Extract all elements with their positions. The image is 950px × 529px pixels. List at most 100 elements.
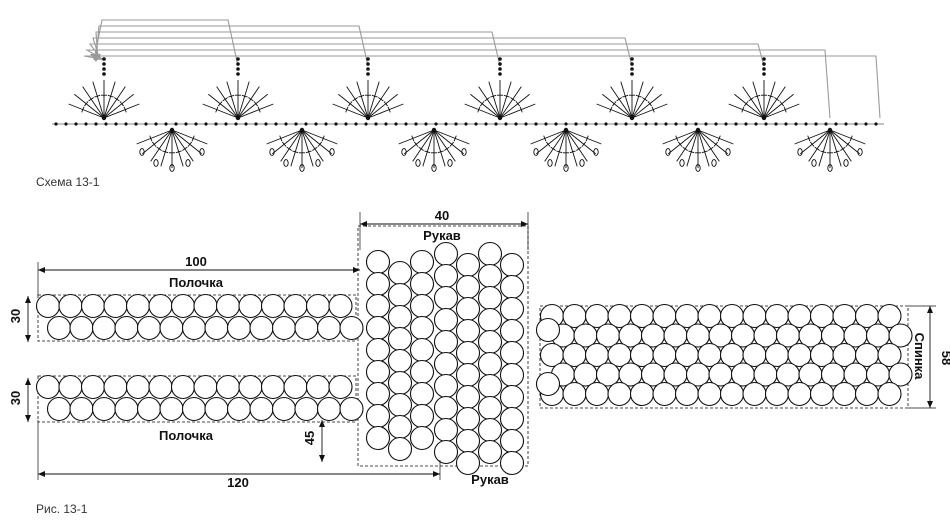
picot-loop: [563, 164, 569, 172]
motif-circle: [91, 396, 117, 422]
stitch-cross: [107, 94, 114, 98]
picot-loop: [827, 164, 833, 172]
motif-circle: [877, 381, 902, 407]
stitch-cross: [479, 101, 485, 107]
stitch-stroke: [763, 81, 776, 119]
stitch-stroke: [367, 86, 390, 119]
stitch-cross: [81, 106, 85, 113]
stitch-cross: [809, 141, 815, 147]
motif-circle: [387, 348, 413, 374]
chain-stitch: [366, 72, 370, 76]
picot-loop: [401, 148, 407, 156]
picot-loop: [431, 164, 437, 172]
sleeve-bottom-label: Рукав: [471, 472, 509, 487]
motif-circle: [387, 392, 413, 418]
stitch-stroke: [136, 129, 173, 145]
motif-circle: [409, 403, 435, 429]
stitch-stroke: [464, 103, 501, 119]
stitch-cross: [215, 106, 219, 113]
motif-circle: [455, 296, 481, 322]
motif-circle: [888, 362, 913, 387]
motif-circle: [477, 439, 503, 465]
stitch-stroke: [404, 129, 435, 155]
stitch-cross: [371, 94, 378, 98]
stitch-stroke: [565, 129, 578, 167]
motif-circle: [809, 381, 835, 407]
top-fan-motif: [202, 57, 274, 121]
motif-circle: [455, 252, 481, 278]
dimension-lines: [25, 212, 936, 480]
stitch-stroke: [808, 129, 831, 162]
bottom-fan-motif: [662, 127, 734, 172]
motif-circle: [316, 315, 342, 341]
arrow-head: [90, 54, 101, 62]
motif-circle: [433, 351, 459, 377]
stitch-cross: [484, 97, 490, 102]
bottom-fan-motif: [398, 127, 470, 172]
motif-circle: [387, 326, 413, 352]
picot-loop: [153, 159, 159, 167]
front-width-top-value: 30: [8, 309, 23, 323]
front-width-bottom-value: 30: [8, 391, 23, 405]
stitch-stroke: [734, 93, 765, 119]
stitch-cross: [281, 141, 287, 147]
stitch-cross: [94, 94, 101, 98]
motif-circle: [499, 340, 525, 366]
stitch-cross: [774, 97, 780, 102]
stitch-cross: [849, 135, 853, 142]
motif-circle: [58, 374, 83, 400]
picot-loop: [299, 164, 305, 172]
chain-stitch: [630, 57, 634, 61]
picot-loop: [315, 159, 321, 167]
motif-circle: [305, 374, 331, 400]
stitch-cross: [713, 141, 719, 147]
stitch-stroke: [301, 129, 324, 162]
sleeve-top-label: Рукав: [423, 228, 461, 243]
arrow-head: [927, 306, 933, 313]
motif-circle: [80, 293, 106, 319]
motif-circle: [535, 371, 561, 397]
fan-center: [299, 127, 305, 133]
stitch-cross: [305, 150, 312, 154]
motif-circle: [877, 342, 902, 368]
chain-stitch: [762, 72, 766, 76]
motif-circle: [629, 381, 655, 407]
back-label: Спинка: [912, 333, 927, 381]
stitch-cross: [358, 94, 365, 98]
stitch-cross: [418, 146, 424, 151]
stitch-stroke: [620, 81, 633, 119]
motif-circle: [409, 359, 435, 385]
motif-circle: [499, 252, 525, 278]
stitch-stroke: [676, 129, 699, 162]
motif-circle: [455, 340, 481, 366]
motif-circle: [409, 249, 435, 275]
chain-stitch: [630, 67, 634, 71]
fan-center: [169, 127, 175, 133]
motif-circle: [433, 307, 459, 333]
picot-loop: [329, 148, 335, 156]
motif-circle: [170, 374, 196, 400]
motif-circle: [607, 381, 632, 407]
stitch-stroke: [631, 86, 654, 119]
chain-baseline: [52, 122, 884, 126]
motif-circle: [499, 274, 525, 300]
joining-arrow: [95, 25, 369, 67]
motif-circle: [409, 315, 435, 341]
picot-loop: [811, 159, 817, 167]
stitch-stroke: [103, 93, 134, 119]
motif-circle: [387, 260, 413, 286]
stitch-cross: [286, 146, 292, 151]
stitch-stroke: [103, 81, 116, 119]
stitch-stroke: [367, 81, 380, 119]
fan-center: [235, 115, 241, 121]
arrow-head: [927, 401, 933, 408]
motif-circle: [136, 315, 162, 341]
arrow-head: [353, 267, 360, 273]
arrow-head: [521, 221, 528, 227]
stitch-cross: [114, 97, 120, 102]
stitch-cross: [411, 135, 415, 142]
stitch-cross: [347, 101, 353, 107]
chain-stitch: [498, 72, 502, 76]
motif-circle: [697, 381, 722, 407]
